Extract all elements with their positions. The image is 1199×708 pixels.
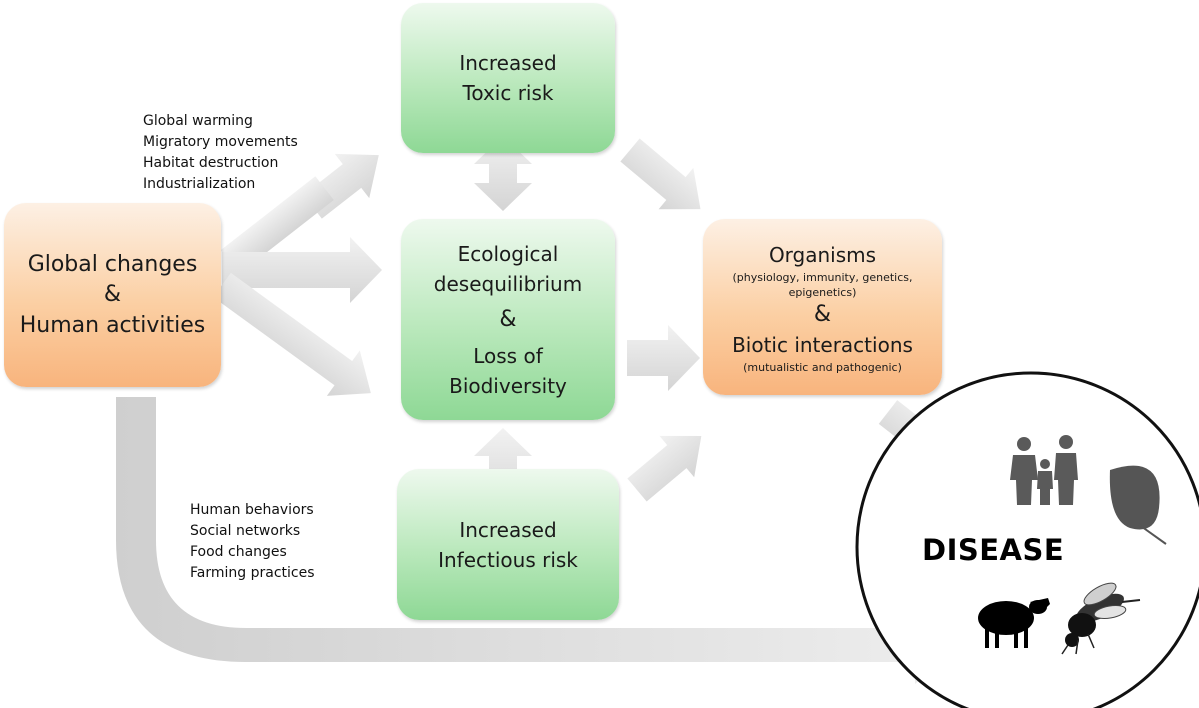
leaf-icon	[1109, 465, 1167, 545]
double-arrow-toxic-ecological	[474, 136, 532, 211]
organisms-sub1: (physiology, immunity, genetics,	[732, 270, 913, 284]
disease-label: DISEASE	[922, 533, 1065, 567]
toxic-risk-box: Increased Toxic risk	[401, 3, 615, 153]
arrow-to-ecological	[222, 237, 382, 303]
ecological-amp: &	[499, 306, 517, 332]
global-changes-box: Global changes & Human activities	[4, 203, 221, 387]
arrow-to-toxic	[220, 153, 379, 274]
organisms-sub2: epigenetics)	[788, 285, 857, 299]
global-changes-amp: &	[103, 282, 122, 307]
toxic-line1: Increased	[459, 51, 557, 75]
sheep-icon	[978, 598, 1050, 648]
driver-item: Industrialization	[143, 176, 256, 192]
driver-item: Farming practices	[190, 565, 315, 581]
family-icon	[1010, 435, 1078, 505]
organisms-box: Organisms (physiology, immunity, genetic…	[703, 219, 942, 395]
driver-item: Habitat destruction	[143, 155, 279, 171]
ecological-line3: Loss of	[473, 343, 543, 368]
driver-item: Social networks	[190, 523, 301, 539]
organisms-title2: Biotic interactions	[732, 332, 913, 357]
drivers-top-list: Global warming Migratory movements Habit…	[143, 111, 298, 195]
ecological-line2: desequilibrium	[433, 271, 583, 296]
toxic-line2: Toxic risk	[462, 81, 554, 105]
infectious-risk-box: Increased Infectious risk	[397, 469, 619, 620]
curved-arrow-to-disease	[116, 397, 962, 684]
organisms-title: Organisms	[768, 242, 877, 267]
infectious-line1: Increased	[459, 517, 557, 542]
drivers-bottom-list: Human behaviors Social networks Food cha…	[190, 500, 315, 584]
ecological-line4: Biodiversity	[449, 373, 567, 398]
bee-icon	[1061, 582, 1141, 655]
driver-item: Global warming	[143, 113, 253, 129]
driver-item: Migratory movements	[143, 134, 298, 150]
driver-item: Human behaviors	[190, 502, 314, 518]
global-changes-line2: Human activities	[19, 313, 206, 338]
ecological-line1: Ecological	[457, 241, 559, 266]
infectious-line2: Infectious risk	[438, 547, 578, 572]
organisms-sub3: (mutualistic and pathogenic)	[743, 360, 902, 374]
arrow-ecological-to-organisms	[627, 325, 700, 391]
arrow-toxic-to-organisms	[620, 138, 701, 210]
organisms-amp: &	[813, 301, 832, 327]
arrow-infectious-to-organisms	[627, 435, 702, 502]
arrow-to-loss-biodiversity	[213, 272, 371, 396]
global-changes-line1: Global changes	[27, 252, 198, 277]
ecological-box: Ecological desequilibrium & Loss of Biod…	[401, 219, 615, 420]
driver-item: Food changes	[190, 544, 287, 560]
disease-circle	[855, 371, 1199, 708]
